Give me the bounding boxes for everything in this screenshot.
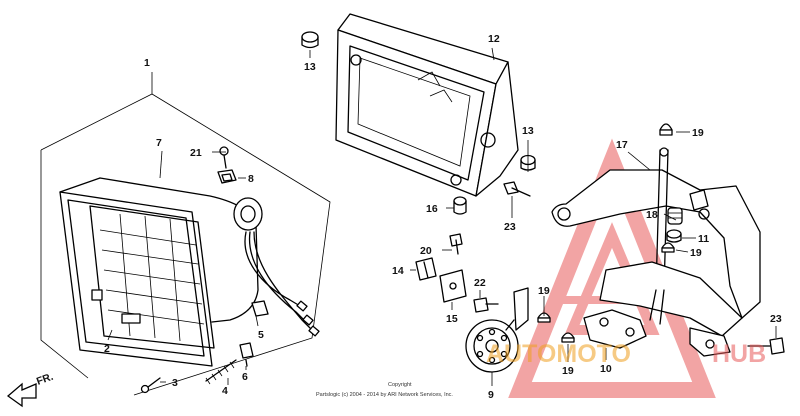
callout-10: 10 xyxy=(600,363,612,375)
front-label: FR. xyxy=(35,371,55,388)
callout-19-bottom: 19 xyxy=(562,365,574,377)
callout-6: 6 xyxy=(242,371,248,383)
bracket-10 xyxy=(583,309,647,349)
watermark-right: HUB xyxy=(712,340,766,368)
callout-12: 12 xyxy=(488,33,500,45)
cap-nut-19-mid xyxy=(661,242,675,253)
callout-23-center: 23 xyxy=(504,221,516,233)
cap-nut-19-horn xyxy=(537,312,551,323)
callout-8: 8 xyxy=(248,173,254,185)
cap-nut-19-bottom xyxy=(561,332,575,343)
callout-15: 15 xyxy=(446,313,458,325)
bolt-22 xyxy=(473,297,499,313)
horn-9 xyxy=(465,287,529,373)
callout-14: 14 xyxy=(392,265,404,277)
callout-21: 21 xyxy=(190,147,202,159)
callout-19-mid: 19 xyxy=(690,247,702,259)
callout-5: 5 xyxy=(258,329,264,341)
headlight-case-12 xyxy=(335,13,519,197)
copyright-notice: Copyright Partslogic (c) 2004 - 2014 by … xyxy=(316,382,453,398)
collar-11 xyxy=(666,229,682,243)
callout-3: 3 xyxy=(172,377,178,389)
callout-9: 9 xyxy=(488,389,494,401)
front-arrow-icon: FR. xyxy=(6,371,55,408)
callout-11: 11 xyxy=(698,233,709,245)
callout-1: 1 xyxy=(144,57,150,69)
callout-20: 20 xyxy=(420,245,432,257)
adjusting-screw-4 xyxy=(205,359,237,385)
grommet-13-top xyxy=(301,31,319,49)
clip-15 xyxy=(439,269,467,303)
callout-4: 4 xyxy=(222,385,228,397)
leader-lines xyxy=(107,47,777,386)
bolt-23-center xyxy=(503,181,531,197)
callout-7: 7 xyxy=(156,137,162,149)
headlight-unit xyxy=(59,177,320,367)
callout-19-top: 19 xyxy=(692,127,704,139)
callout-17: 17 xyxy=(616,139,628,151)
screw-21 xyxy=(219,146,229,169)
bolt-20 xyxy=(449,233,463,255)
copyright-line: Partslogic (c) 2004 - 2014 by ARI Networ… xyxy=(316,392,453,398)
assembly-box xyxy=(40,72,331,396)
cap-nut-19-top xyxy=(659,123,673,136)
watermark-text: AUTOMOTO HUB xyxy=(486,340,766,368)
callout-13-top: 13 xyxy=(304,61,316,73)
callout-19-horn: 19 xyxy=(538,285,550,297)
bolt-23-right xyxy=(747,337,785,355)
watermark-left: AUTOMOTO xyxy=(486,340,631,368)
callout-2: 2 xyxy=(104,343,110,355)
collar-16 xyxy=(453,196,467,215)
rubber-18 xyxy=(667,207,683,225)
nut-14 xyxy=(415,257,437,281)
screw-3 xyxy=(140,377,161,394)
headlight-stay-17 xyxy=(551,147,761,357)
callout-22: 22 xyxy=(474,277,486,289)
copyright-title: Copyright xyxy=(388,382,412,388)
nut-8 xyxy=(217,169,237,184)
callout-23-right: 23 xyxy=(770,313,782,325)
nut-5 xyxy=(251,300,269,317)
callout-16: 16 xyxy=(426,203,438,215)
callout-13-right: 13 xyxy=(522,125,534,137)
callout-18: 18 xyxy=(646,209,658,221)
callout-labels: 1 2 3 4 5 6 7 8 9 10 11 12 13 13 14 15 1… xyxy=(104,33,782,401)
spring-nut-6 xyxy=(239,342,254,367)
